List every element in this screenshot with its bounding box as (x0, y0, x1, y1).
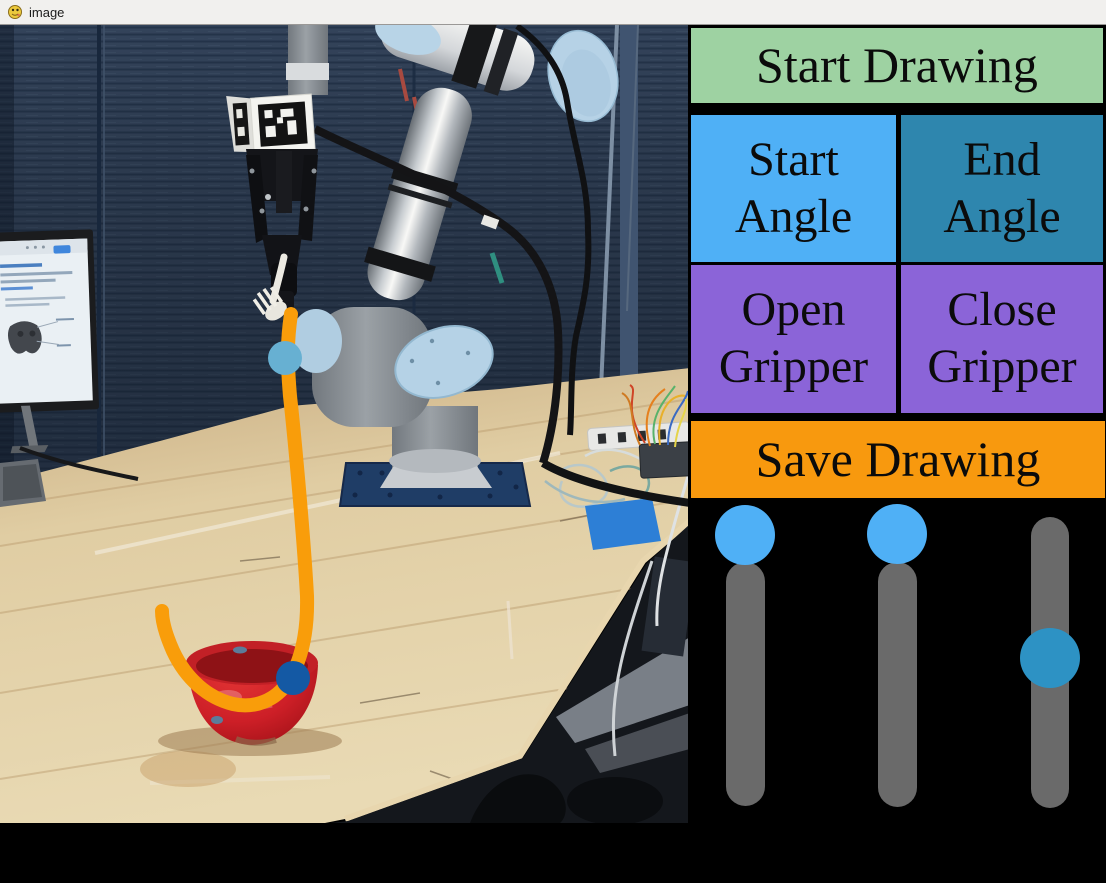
slider-2-knob[interactable] (867, 504, 927, 564)
laptop (0, 459, 46, 507)
monitor (0, 229, 100, 454)
under-table (330, 475, 688, 823)
camera-scene (0, 25, 688, 823)
fork (252, 253, 288, 321)
robot-arm (286, 25, 619, 488)
start-drawing-button[interactable]: Start Drawing (691, 28, 1103, 103)
control-panel: Start Drawing Start Angle End Angle Open… (690, 24, 1106, 883)
slider-2-track[interactable] (878, 562, 917, 807)
blue-tape (585, 498, 661, 550)
table-edge (343, 518, 688, 822)
wrist-tube (288, 25, 328, 95)
slider-3-knob[interactable] (1020, 628, 1080, 688)
camera-view[interactable] (0, 25, 688, 823)
close-gripper-button[interactable]: Close Gripper (901, 265, 1103, 413)
start-angle-button[interactable]: Start Angle (691, 115, 896, 262)
save-drawing-button[interactable]: Save Drawing (691, 421, 1105, 498)
smudge (140, 751, 236, 787)
app-icon (8, 5, 22, 19)
cables (313, 25, 688, 507)
slider-1-knob[interactable] (715, 505, 775, 565)
wrist-assembly (380, 25, 535, 96)
jumper-wires (621, 384, 688, 448)
end-angle-button[interactable]: End Angle (901, 115, 1103, 262)
blue-cap (394, 325, 494, 399)
gamepad-image (7, 317, 74, 354)
aruco-marker (257, 101, 308, 147)
title-bar: image (0, 0, 1106, 25)
monitor-cable (19, 446, 139, 481)
elbow-joint (312, 307, 432, 427)
end-angle-marker[interactable] (276, 661, 310, 695)
breadboard (621, 384, 688, 479)
aruco-cube (226, 93, 316, 154)
window-title: image (29, 4, 65, 20)
monitor-stand (20, 405, 39, 448)
open-gripper-button[interactable]: Open Gripper (691, 265, 896, 413)
start-angle-marker[interactable] (268, 341, 302, 375)
slider-1-track[interactable] (726, 562, 765, 806)
